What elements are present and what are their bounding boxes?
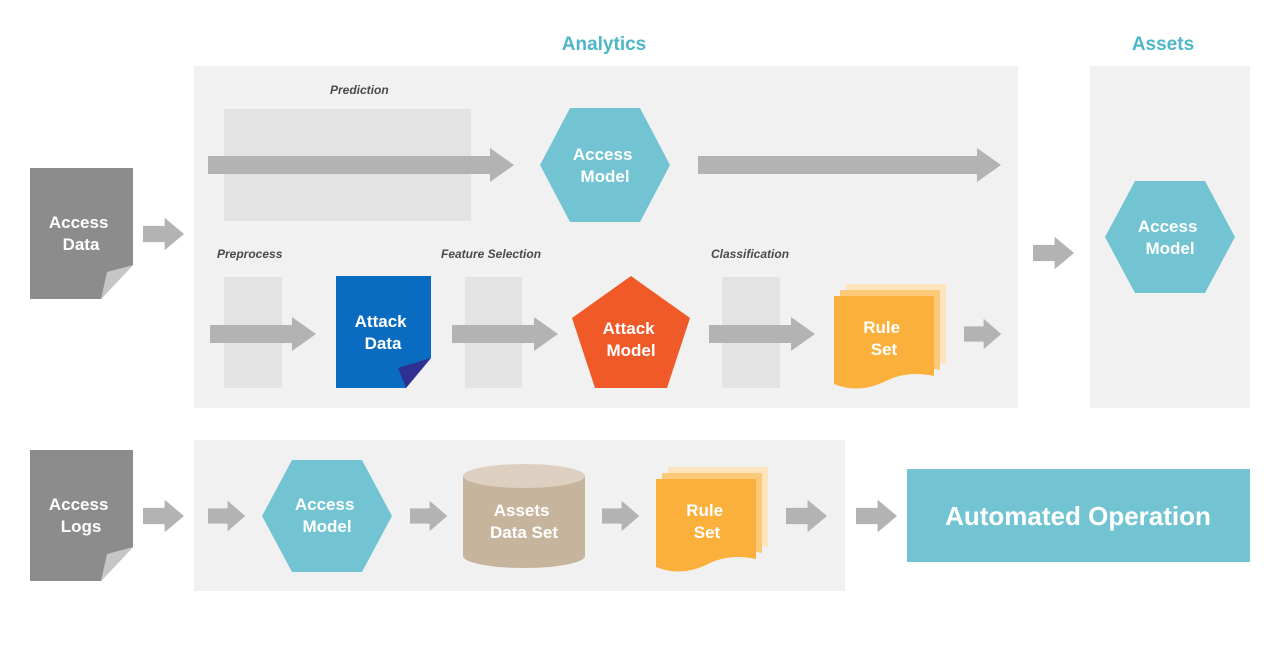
svg-text:Access Model: Access Model xyxy=(295,495,359,536)
access-model-assets-label-2: Model xyxy=(1145,239,1194,258)
stage-preprocess: Preprocess xyxy=(217,247,283,261)
classification-arrow xyxy=(709,317,815,351)
attack-data-label-1: Attack xyxy=(355,312,408,331)
analytics-to-assets-arrow xyxy=(1033,236,1075,270)
access-model-assets-hexagon: Access Model xyxy=(1105,181,1235,293)
rule-set-bottom-label-1: Rule xyxy=(686,501,723,520)
access-logs-label-2: Logs xyxy=(61,517,102,536)
access-model-bottom-hexagon: Access Model xyxy=(262,460,392,572)
access-model-assets-label-1: Access xyxy=(1138,217,1198,236)
access-data-arrow xyxy=(143,217,185,251)
access-data-label-2: Data xyxy=(63,235,100,254)
access-model-prediction-hexagon: Access Model xyxy=(540,108,670,222)
analytics-header: Analytics xyxy=(562,34,646,55)
access-model-bottom-label-2: Model xyxy=(302,517,351,536)
access-logs-label-1: Access xyxy=(49,495,109,514)
svg-text:Access Model: Access Model xyxy=(573,145,637,186)
access-model-bottom-label-1: Access xyxy=(295,495,355,514)
prediction-output-arrow xyxy=(698,148,1001,182)
attack-model-pentagon: Attack Model xyxy=(572,276,690,388)
assets-header: Assets xyxy=(1132,34,1194,55)
svg-text:Rule Set: Rule Set xyxy=(686,501,728,542)
svg-text:Attack Data: Attack Data xyxy=(355,312,412,353)
access-data-document: Access Data xyxy=(30,168,133,299)
svg-text:Access Data: Access Data xyxy=(49,213,113,254)
assets-data-set-label-2: Data Set xyxy=(490,523,558,542)
automated-operation-box: Automated Operation xyxy=(907,469,1250,562)
feature-selection-arrow xyxy=(452,317,558,351)
stage-prediction: Prediction xyxy=(330,83,389,97)
attack-model-label-2: Model xyxy=(606,341,655,360)
stage-feature-selection: Feature Selection xyxy=(441,247,541,261)
svg-text:Rule Set: Rule Set xyxy=(863,318,905,359)
attack-model-label-1: Attack xyxy=(603,319,656,338)
assets-data-set-cylinder: Assets Data Set xyxy=(463,464,585,568)
rule-set-top-stack: Rule Set xyxy=(834,284,946,389)
automated-operation-label: Automated Operation xyxy=(945,501,1211,531)
access-logs-document: Access Logs xyxy=(30,450,133,581)
attack-data-document: Attack Data xyxy=(336,276,431,388)
rule-set-top-label-1: Rule xyxy=(863,318,900,337)
preprocess-arrow xyxy=(210,317,316,351)
prediction-input-arrow xyxy=(208,148,514,182)
assets-data-set-label-1: Assets xyxy=(494,501,550,520)
rule-set-top-label-2: Set xyxy=(871,340,898,359)
attack-data-label-2: Data xyxy=(365,334,402,353)
svg-text:Assets Data Set: Assets Data Set xyxy=(490,501,558,542)
access-data-label-1: Access xyxy=(49,213,109,232)
rule-set-bottom-stack: Rule Set xyxy=(656,467,768,572)
svg-text:Access Logs: Access Logs xyxy=(49,495,113,536)
svg-text:Attack Model: Attack Model xyxy=(603,319,660,360)
to-automated-operation-arrow xyxy=(856,499,898,533)
access-logs-arrow xyxy=(143,499,185,533)
access-model-prediction-label-2: Model xyxy=(580,167,629,186)
svg-text:Access Model: Access Model xyxy=(1138,217,1202,258)
rule-set-bottom-label-2: Set xyxy=(694,523,721,542)
access-model-prediction-label-1: Access xyxy=(573,145,633,164)
stage-classification: Classification xyxy=(711,247,789,261)
